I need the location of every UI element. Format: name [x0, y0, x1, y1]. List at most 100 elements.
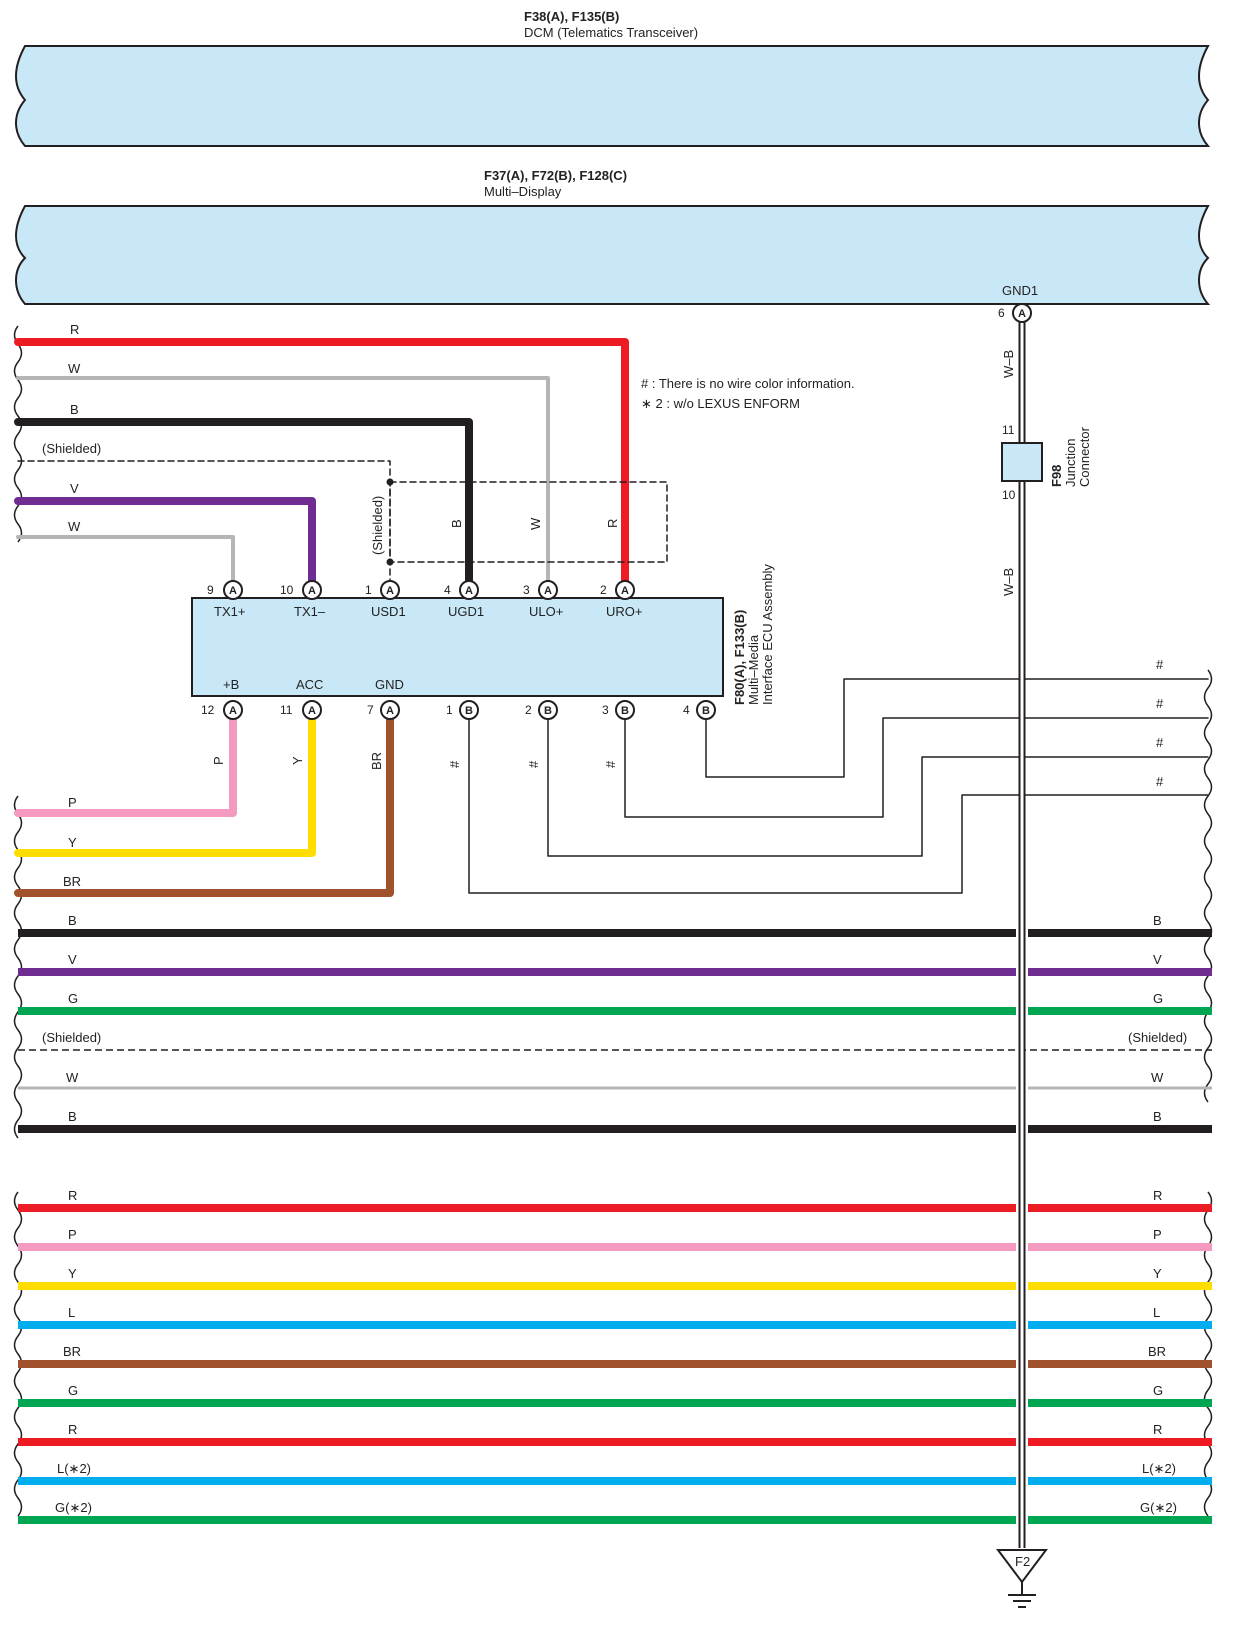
pin-number: 10 [280, 583, 294, 597]
pin-name: ACC [296, 677, 323, 692]
wire-label: W [68, 361, 81, 376]
shield-junction-dot [386, 558, 394, 566]
gnd1-pin: A 6 [998, 303, 1032, 323]
bus-label-left: W [66, 1070, 79, 1085]
pin-name: +B [223, 677, 239, 692]
pin-number: 10 [1002, 488, 1016, 502]
bus-label-left: R [68, 1188, 77, 1203]
bus-label-right: G [1153, 991, 1163, 1006]
pin-number: 12 [201, 703, 215, 717]
ecu-bottom-pin-names: +B ACC GND [223, 677, 404, 692]
wire-label-vertical: B [449, 519, 464, 528]
ground-triangle [996, 1549, 1048, 1584]
wire-hash-b1 [468, 711, 1209, 894]
bus-label-left: B [68, 913, 77, 928]
bus-label-left: P [68, 1227, 77, 1242]
bus-label-left: BR [63, 1344, 81, 1359]
wire-label: (Shielded) [42, 441, 101, 456]
ecu-pin-b1: B 1 [446, 700, 479, 720]
wire-p [14, 708, 237, 817]
pin-name: TX1– [294, 604, 326, 619]
ecu-code: F80(A), F133(B) [732, 610, 747, 705]
multi-display-name: Multi–Display [484, 184, 562, 199]
bus-label-right: B [1153, 1109, 1162, 1124]
wire-label-vertical: # [526, 760, 541, 768]
shield-box [389, 481, 668, 563]
svg-text:B: B [621, 705, 629, 717]
bus-group-2 [18, 1204, 1212, 1524]
svg-text:B: B [465, 705, 473, 717]
ecu-bottom-pins: A 12 A 11 A 7 B 1 B 2 B 3 [201, 700, 716, 720]
right-break-edges [1203, 669, 1213, 1517]
dcm-name: DCM (Telematics Transceiver) [524, 25, 698, 40]
wire-w-ulo [16, 376, 550, 585]
wire-v-tx1minus [14, 497, 316, 587]
pin-number: 6 [998, 306, 1005, 320]
pin-number: 11 [280, 703, 293, 717]
wire-b-ugd [14, 418, 473, 587]
wire-label-vertical: W–B [1001, 568, 1016, 596]
svg-text:A: A [621, 585, 629, 597]
lower-wire-labels: P Y BR # # # P Y BR # # # # [63, 657, 1164, 889]
wire-label: # [1156, 657, 1164, 672]
gnd1-label: GND1 [1002, 283, 1038, 298]
ecu-box [191, 597, 724, 697]
junction-code: F98 [1049, 465, 1064, 487]
svg-text:A: A [465, 585, 473, 597]
pin-name: USD1 [371, 604, 406, 619]
wire-label: W [68, 519, 81, 534]
ecu-pin-gnd: A 7 [367, 700, 400, 720]
pin-name: TX1+ [214, 604, 245, 619]
svg-text:A: A [544, 585, 552, 597]
ground-f2: F2 [996, 1549, 1048, 1608]
legend-notes: # : There is no wire color information. … [641, 376, 855, 411]
note-star2: ∗ 2 : w/o LEXUS ENFORM [641, 396, 800, 411]
pin-number: 2 [600, 583, 607, 597]
svg-text:B: B [702, 705, 710, 717]
wire-w-tx1plus [16, 535, 235, 585]
bus-label-right: L [1153, 1305, 1160, 1320]
pin-number: 4 [683, 703, 690, 717]
junction-box [1001, 442, 1043, 482]
svg-text:A: A [1018, 308, 1026, 320]
bus-label-right: B [1153, 913, 1162, 928]
ecu-pin-plus-b: A 12 [201, 700, 243, 720]
pin-name: ULO+ [529, 604, 563, 619]
shield-junction-dot [386, 478, 394, 486]
multi-display-code: F37(A), F72(B), F128(C) [484, 168, 627, 183]
bus-group-1 [18, 929, 1212, 1133]
ecu-pin-usd1: A 1 USD1 [365, 580, 406, 619]
junction-connector: 11 10 F98 Junction Connector [1001, 423, 1092, 502]
ecu-pin-ulo: A 3 ULO+ [523, 580, 563, 619]
ecu-pin-b3: B 3 [602, 700, 635, 720]
bus-label-left: G [68, 991, 78, 1006]
pin-name: UGD1 [448, 604, 484, 619]
svg-text:A: A [386, 705, 394, 717]
ecu-pin-uro: A 2 URO+ [600, 580, 642, 619]
pin-number: 9 [207, 583, 214, 597]
dcm-box [15, 45, 1211, 147]
bus-label-left: L(∗2) [57, 1461, 91, 1476]
bus-group-2-labels: R P Y L BR G R L(∗2) G(∗2) R P Y L BR G … [55, 1188, 1177, 1515]
svg-text:A: A [229, 585, 237, 597]
wire-label: V [70, 481, 79, 496]
bus-label-right: Y [1153, 1266, 1162, 1281]
ecu-pin-ugd1: A 4 UGD1 [444, 580, 484, 619]
multi-display-block: F37(A), F72(B), F128(C) Multi–Display GN… [15, 168, 1211, 305]
wire-label: # [1156, 774, 1164, 789]
wire-label-vertical: W–B [1001, 350, 1016, 378]
pin-number: 7 [367, 703, 374, 717]
svg-text:A: A [386, 585, 394, 597]
wire-label-vertical: # [447, 760, 462, 768]
wire-hash-b2 [547, 711, 1209, 857]
pin-number: 1 [446, 703, 453, 717]
svg-text:A: A [308, 705, 316, 717]
ecu-pin-b2: B 2 [525, 700, 558, 720]
bus-label-right: G(∗2) [1140, 1500, 1177, 1515]
wire-label: R [70, 322, 79, 337]
wire-r-uro [14, 338, 629, 587]
wire-label: Y [68, 835, 77, 850]
wire-label-vertical: R [605, 519, 620, 528]
bus-label-right: L(∗2) [1142, 1461, 1176, 1476]
